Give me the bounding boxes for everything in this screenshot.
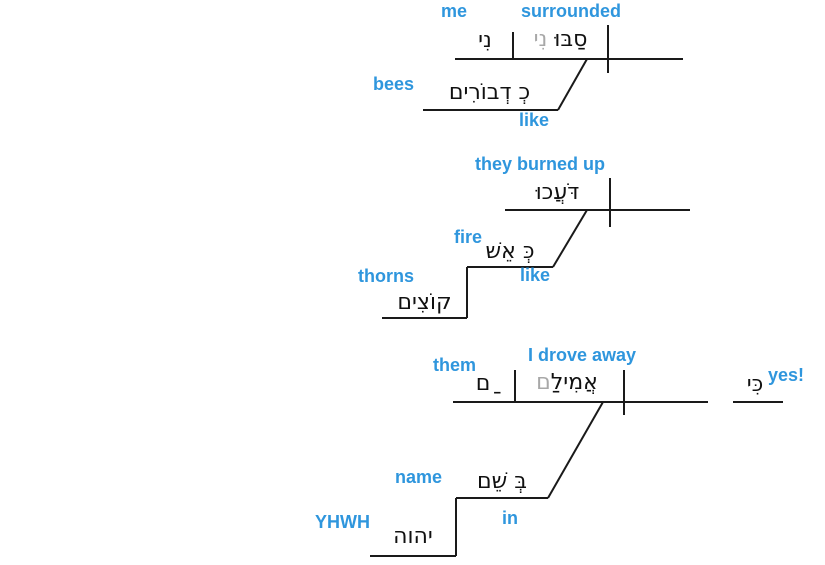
clause3-interjection-hebrew: כִּי bbox=[746, 372, 764, 397]
clause3-genitive-hebrew: יהוה bbox=[393, 524, 433, 549]
clause1-verb-gloss: surrounded bbox=[520, 1, 621, 21]
clause1-verb-hebrew: סַבּוּ bbox=[554, 27, 588, 52]
clause2-pp-noun-gloss: fire bbox=[453, 227, 482, 247]
clause3-prep-diagonal bbox=[547, 401, 604, 499]
clause3-verb-gloss: I drove away bbox=[528, 345, 637, 365]
clause2-prep-gloss: like bbox=[520, 265, 551, 285]
clause1-pp-hebrew: כְ דְבוֹרִים bbox=[448, 80, 531, 105]
clause1-prep-diagonal bbox=[557, 58, 588, 111]
clause3-pp-hebrew: בְּ שֵׁם bbox=[477, 469, 527, 494]
clause3-verb-suffix-hebrew: ם bbox=[536, 370, 551, 395]
clause3-verb-hebrew-group: אֲמִילַם bbox=[512, 370, 622, 395]
clause2-verb-gloss: they burned up bbox=[475, 154, 605, 174]
clause1-object-hebrew: נִי bbox=[478, 28, 492, 53]
clause1-object-gloss: me bbox=[440, 1, 467, 21]
clause3-prep-gloss: in bbox=[502, 508, 518, 528]
clause3-interjection-gloss: yes! bbox=[768, 365, 805, 385]
clause3-verb-hebrew: אֲמִילַ bbox=[550, 370, 598, 395]
clause3-object-gloss: them bbox=[433, 355, 477, 375]
clause2-prep-diagonal bbox=[552, 209, 588, 268]
clause1-prep-gloss: like bbox=[519, 110, 550, 130]
clause3-genitive-gloss: YHWH bbox=[315, 512, 370, 532]
clause1-verb-suffix-hebrew: נִי bbox=[533, 27, 548, 52]
clause1-pp-noun-gloss: bees bbox=[373, 74, 415, 94]
clause3-object-hebrew: ַם bbox=[475, 371, 498, 396]
clause3-pp-noun-gloss: name bbox=[395, 467, 443, 487]
clause1-verb-hebrew-group: סַבּוּ נִי bbox=[515, 27, 606, 52]
clause2-verb-hebrew: דֹּעֲכוּ bbox=[535, 180, 580, 205]
clause2-genitive-hebrew: קוֹצִים bbox=[397, 290, 452, 315]
clause2-pp-hebrew: כְּ אֵשׁ bbox=[485, 239, 535, 264]
clause2-genitive-gloss: thorns bbox=[358, 266, 414, 286]
